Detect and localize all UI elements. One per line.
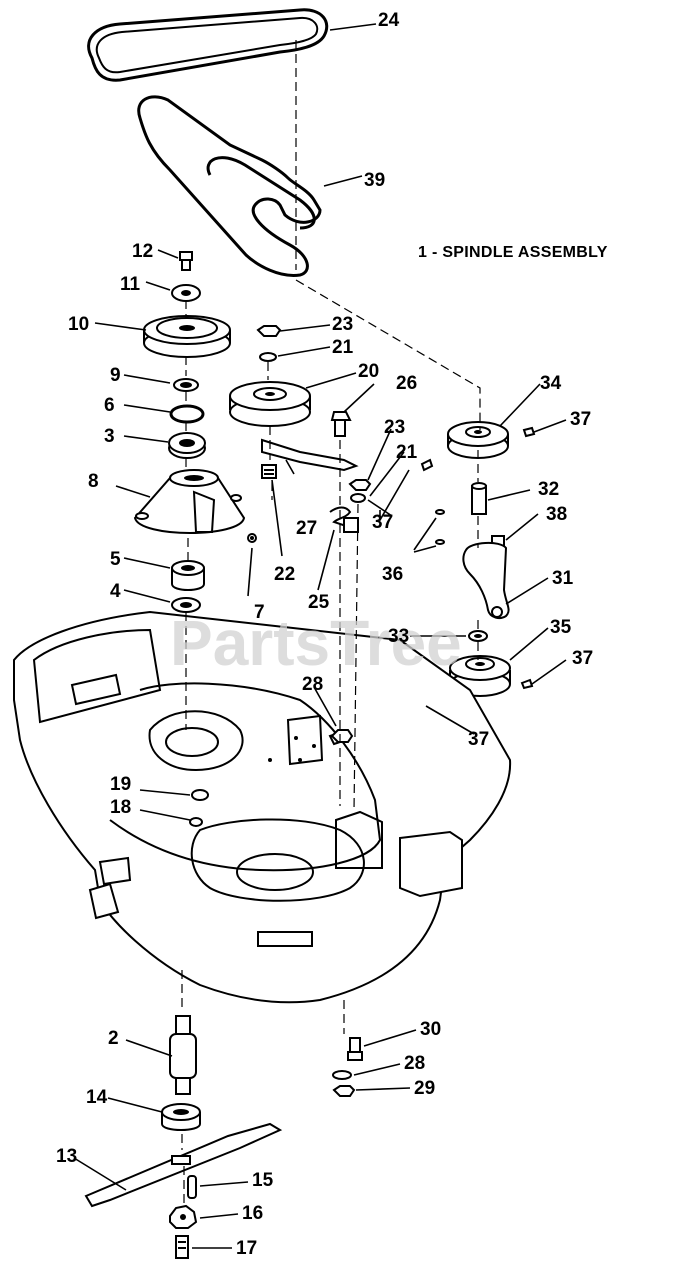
bearing-9 xyxy=(173,378,199,392)
callout-31: 31 xyxy=(552,568,574,589)
belt-24 xyxy=(87,8,329,82)
callout-36: 36 xyxy=(382,564,403,585)
diagram-title: 1 - SPINDLE ASSEMBLY xyxy=(418,244,608,261)
bearing-5 xyxy=(171,560,205,591)
callout-33: 33 xyxy=(388,626,409,647)
callout-15: 15 xyxy=(252,1170,274,1191)
pulley-35 xyxy=(449,655,511,697)
bearing-3 xyxy=(168,432,206,459)
pin-15 xyxy=(187,1175,197,1199)
washer-28-lower xyxy=(332,1070,352,1080)
callout-9: 9 xyxy=(110,365,121,386)
callout-19: 19 xyxy=(110,774,131,795)
callout-18: 18 xyxy=(110,797,131,818)
bearing-14 xyxy=(161,1103,201,1131)
nut-28-upper xyxy=(330,729,354,743)
washer-11 xyxy=(171,284,201,302)
callout-13: 13 xyxy=(56,1146,77,1167)
callout-20: 20 xyxy=(358,361,379,382)
callout-5: 5 xyxy=(110,549,121,570)
callout-2: 2 xyxy=(108,1028,119,1049)
arm-31 xyxy=(462,542,510,619)
callout-4: 4 xyxy=(110,581,121,602)
callout-17: 17 xyxy=(236,1238,257,1259)
blade-13 xyxy=(84,1122,283,1208)
callout-23-upper: 23 xyxy=(332,314,353,335)
pulley-34 xyxy=(447,421,509,459)
callout-21-lower: 21 xyxy=(396,442,418,463)
fitting-7 xyxy=(247,533,257,543)
bolt-22 xyxy=(261,464,277,479)
idler-arm-27 xyxy=(261,438,359,472)
belt-39 xyxy=(137,95,322,277)
callout-labels: 24 39 12 11 10 23 21 20 26 34 37 9 6 3 2… xyxy=(56,10,593,1259)
callout-25: 25 xyxy=(308,592,330,613)
bolt-12 xyxy=(179,251,193,271)
callout-7: 7 xyxy=(254,602,265,623)
callout-32: 32 xyxy=(538,479,559,500)
callout-21-upper: 21 xyxy=(332,337,354,358)
callout-34: 34 xyxy=(540,373,562,394)
callout-26: 26 xyxy=(396,373,417,394)
keys-36 xyxy=(435,509,445,545)
callout-11: 11 xyxy=(120,274,141,295)
callout-39: 39 xyxy=(364,170,385,191)
nut-23-upper xyxy=(256,325,282,337)
callout-8: 8 xyxy=(88,471,99,492)
bolt-26 xyxy=(330,411,352,437)
fasteners-18-19 xyxy=(189,789,209,827)
bolt-30 xyxy=(347,1037,363,1061)
callout-37-c: 37 xyxy=(572,648,593,669)
callout-16: 16 xyxy=(242,1203,263,1224)
nut-29 xyxy=(332,1085,356,1097)
setscrews-37 xyxy=(410,426,536,708)
washer-33 xyxy=(468,630,488,642)
callout-28-upper: 28 xyxy=(302,674,323,695)
callout-29: 29 xyxy=(414,1078,435,1099)
callout-28-lower: 28 xyxy=(404,1053,425,1074)
callout-30: 30 xyxy=(420,1019,441,1040)
callout-38: 38 xyxy=(546,504,567,525)
callout-10: 10 xyxy=(68,314,89,335)
spring-25 xyxy=(329,506,359,533)
nut-23-lower xyxy=(348,479,372,491)
washer-21-upper xyxy=(259,352,277,362)
callout-27: 27 xyxy=(296,518,317,539)
ring-6 xyxy=(169,404,205,424)
housing-8 xyxy=(133,469,246,534)
assembly-lines xyxy=(181,40,481,1204)
callout-6: 6 xyxy=(104,395,115,416)
shaft-32 xyxy=(471,482,487,515)
callout-14: 14 xyxy=(86,1087,108,1108)
pulley-10 xyxy=(143,315,231,358)
callout-35: 35 xyxy=(550,617,572,638)
spindle-2 xyxy=(169,1015,197,1095)
washer-21-lower xyxy=(350,493,366,503)
callout-24: 24 xyxy=(378,10,400,31)
callout-22: 22 xyxy=(274,564,295,585)
callout-23-lower: 23 xyxy=(384,417,405,438)
washer-16 xyxy=(169,1204,198,1229)
callout-12: 12 xyxy=(132,241,153,262)
watermark: PartsTree xyxy=(170,607,462,679)
leader-lines xyxy=(73,23,567,1249)
callout-37-a: 37 xyxy=(570,409,591,430)
pulley-20 xyxy=(229,381,311,427)
callout-37-b: 37 xyxy=(372,512,393,533)
callout-37-d: 37 xyxy=(468,729,489,750)
callout-3: 3 xyxy=(104,426,115,447)
bolt-17 xyxy=(175,1235,189,1259)
